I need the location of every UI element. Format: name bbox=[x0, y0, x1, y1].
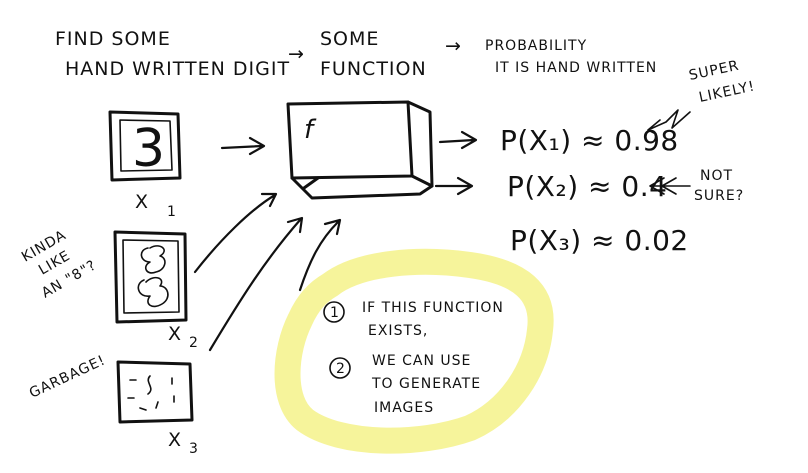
x3-label: X bbox=[168, 429, 182, 451]
callout-item2-line3: IMAGES bbox=[374, 400, 434, 416]
header-arrow-2: → bbox=[445, 35, 462, 57]
header-step3-line1: PROBABILITY bbox=[485, 38, 587, 54]
x1-digit: 3 bbox=[132, 119, 166, 179]
output-p1: P(X₁) ≈ 0.98 bbox=[500, 124, 679, 157]
header-step2-line2: FUNCTION bbox=[320, 58, 427, 80]
arrow-x3-to-f-a bbox=[208, 216, 304, 352]
header-step2-line1: SOME bbox=[320, 28, 379, 50]
callout-number-2: 2 bbox=[336, 361, 346, 377]
callout-number-2-circle bbox=[329, 357, 351, 379]
callout-highlight bbox=[274, 248, 554, 454]
function-box-bottom bbox=[290, 176, 434, 200]
header-arrow-1: → bbox=[288, 43, 305, 65]
output-p2: P(X₂) ≈ 0.4 bbox=[507, 170, 667, 203]
callout-number-1-circle bbox=[323, 301, 345, 323]
x2-scribble-top bbox=[140, 245, 166, 274]
super-note-arrow bbox=[647, 109, 691, 135]
header-step3-line2: IT IS HAND WRITTEN bbox=[495, 60, 657, 76]
arrow-f-to-p1 bbox=[438, 130, 478, 150]
function-box: f bbox=[286, 100, 434, 200]
x2-inner-frame bbox=[122, 239, 180, 314]
super-note-line1: SUPER bbox=[688, 58, 741, 84]
garbage-note: GARBAGE! bbox=[27, 352, 108, 401]
function-box-side bbox=[406, 100, 434, 188]
x2-subscript: 2 bbox=[189, 335, 199, 351]
header-step1-line2: HAND WRITTEN DIGIT bbox=[65, 58, 290, 80]
x3-subscript: 3 bbox=[189, 441, 199, 457]
x1-inner-frame bbox=[119, 119, 173, 172]
callout: 1 IF THIS FUNCTION EXISTS, 2 WE CAN USE … bbox=[323, 300, 504, 416]
callout-item2-line2: TO GENERATE bbox=[371, 376, 481, 392]
arrow-x3-to-f-b bbox=[298, 218, 342, 292]
x1-frame bbox=[108, 110, 182, 182]
notsure-line2: SURE? bbox=[694, 188, 744, 204]
input-x2: X 2 bbox=[113, 230, 199, 351]
input-x3: X 3 bbox=[116, 360, 199, 457]
arrow-x1-to-f bbox=[220, 136, 266, 156]
callout-item1-line2: EXISTS, bbox=[368, 323, 428, 339]
x2-scribble-bottom bbox=[137, 276, 169, 308]
arrow-f-to-p2 bbox=[434, 176, 474, 196]
x3-frame bbox=[116, 360, 194, 424]
x1-subscript: 1 bbox=[167, 204, 177, 220]
output-p3: P(X₃) ≈ 0.02 bbox=[510, 224, 689, 257]
input-x1: 3 X 1 bbox=[108, 110, 182, 220]
callout-number-1: 1 bbox=[330, 305, 340, 321]
callout-item1-line1: IF THIS FUNCTION bbox=[362, 300, 504, 316]
x2-frame bbox=[113, 230, 188, 324]
x2-label: X bbox=[168, 323, 182, 345]
header-step1-line1: FIND SOME bbox=[55, 28, 171, 50]
notsure-line1: NOT bbox=[700, 168, 733, 184]
super-note-line2: LIKELY! bbox=[698, 78, 757, 106]
callout-item2-line1: WE CAN USE bbox=[372, 353, 471, 369]
function-label: f bbox=[304, 115, 317, 145]
arrow-x2-to-f bbox=[193, 192, 278, 274]
notsure-arrow bbox=[649, 177, 691, 195]
x3-dashes bbox=[127, 375, 175, 411]
x1-label: X bbox=[135, 191, 149, 213]
